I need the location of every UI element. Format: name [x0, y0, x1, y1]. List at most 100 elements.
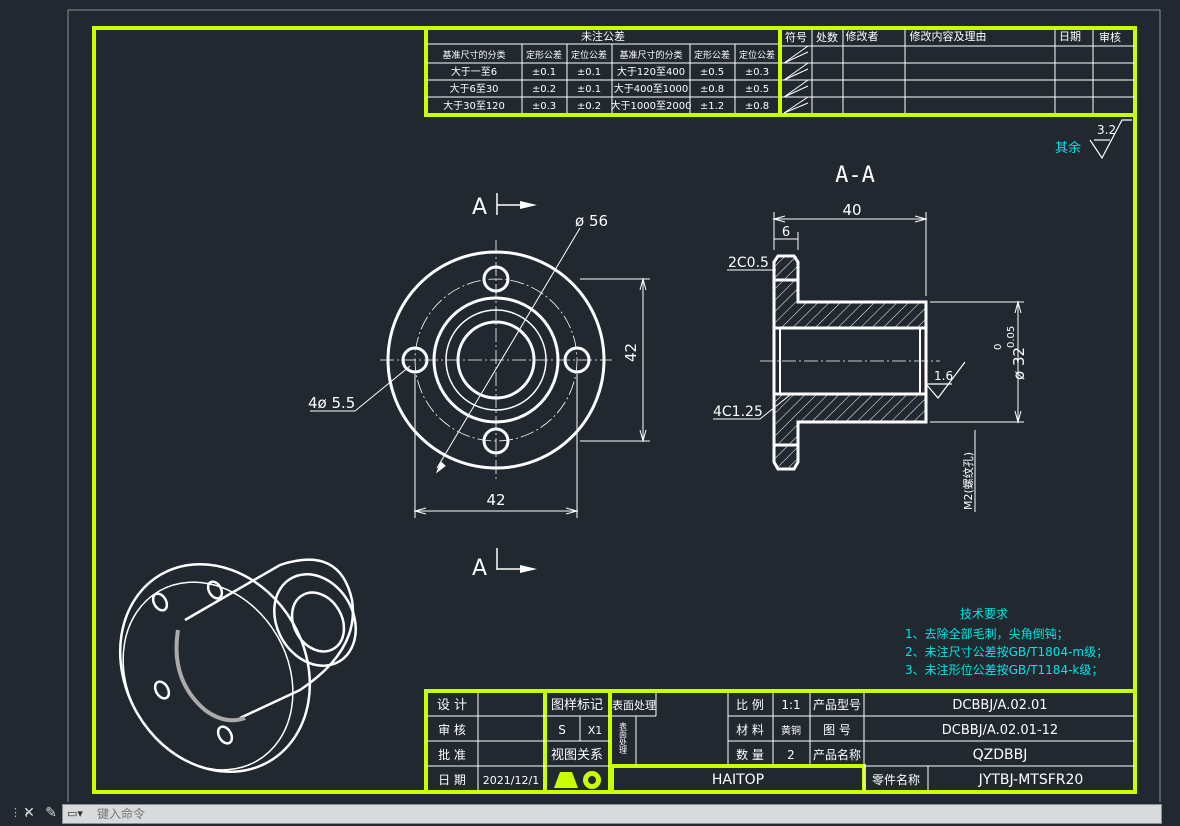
tol-cell: 大于400至1000 [614, 82, 689, 95]
tech-note-line: 2、未注尺寸公差按GB/T1804-m级； [905, 644, 1108, 659]
tol-cell: 大于30至120 [443, 99, 505, 112]
section-view: 40 6 2C0.5 4C1.25 1.6 ø 32 0.05 0 M2(螺纹孔… [713, 201, 1028, 512]
tb-surface-vertical: 表面处理 [619, 721, 628, 754]
surface-finish-note: 其余 3.2 [1055, 119, 1132, 160]
tolerance-table: 未注公差 基准尺寸的分类 定形公差 定位公差 基准尺寸的分类 定形公差 定位公差… [424, 26, 782, 117]
dim-bore: ø 32 [1010, 347, 1028, 380]
front-view: ø 56 4ø 5.5 42 42 [308, 212, 650, 518]
tol-header: 定形公差 [526, 49, 562, 61]
tol-header: 定形公差 [694, 49, 730, 61]
tb-material-label: 材 料 [736, 723, 764, 737]
dim-length-40: 40 [842, 201, 861, 219]
tech-note-line: 1、去除全部毛刺，尖角倒钝； [905, 626, 1069, 641]
tb-material-value: 黄铜 [781, 724, 801, 737]
command-input-box[interactable]: ▭▾ [62, 804, 1162, 824]
cut-label-bottom: A [472, 556, 487, 581]
grip-handle-icon[interactable]: ⋮⋮ [10, 806, 32, 820]
tb-part-name-value: JYTBJ-MTSFR20 [978, 772, 1084, 788]
dim-42-horizontal: 42 [486, 491, 505, 509]
tol-cell: ±0.5 [700, 67, 724, 78]
sheet-outer-border [67, 9, 1161, 806]
tb-company: HAITOP [712, 772, 764, 788]
rev-header: 审核 [1099, 30, 1121, 44]
tb-model-value: DCBBJ/A.02.01 [952, 698, 1047, 713]
title-block: 设 计 审 核 批 准 日 期 2021/12/1 图样标记 S X1 视图关系… [424, 689, 1137, 794]
tb-date-value: 2021/12/1 [483, 774, 539, 787]
rev-header: 修改者 [846, 29, 879, 43]
drawing-frame [92, 26, 1137, 794]
cut-label-top: A [472, 195, 487, 220]
dim-42-vertical: 42 [622, 343, 640, 362]
tb-quantity-value: 2 [787, 748, 795, 762]
tol-cell: 大于6至30 [449, 82, 498, 95]
command-prompt-icon[interactable]: ▭▾ [67, 807, 83, 820]
tol-cell: ±0.1 [577, 67, 601, 78]
tb-quantity-label: 数 量 [736, 747, 764, 762]
tol-header: 基准尺寸的分类 [442, 49, 505, 61]
tb-product-name-label: 产品名称 [813, 747, 861, 762]
technical-requirements: 技术要求 1、去除全部毛刺，尖角倒钝； 2、未注尺寸公差按GB/T1804-m级… [905, 607, 1108, 677]
roughness-symbol-icon [925, 361, 966, 399]
roughness-symbol-icon [1089, 119, 1132, 160]
tb-scale-value: 1:1 [781, 698, 800, 712]
cut-plane-bottom: A [472, 548, 537, 581]
dim-bore-tol-up: 0.05 [1006, 326, 1017, 348]
rev-header: 修改内容及理由 [910, 29, 987, 43]
tol-header: 基准尺寸的分类 [619, 49, 682, 61]
tol-cell: 大于120至400 [617, 65, 685, 78]
tb-drawing-no-value: DCBBJ/A.02.01-12 [942, 723, 1058, 738]
tb-drawing-mark: 图样标记 [551, 698, 603, 713]
dim-roughness: 1.6 [934, 369, 953, 383]
close-icon[interactable]: ✕ [23, 805, 35, 821]
tb-surface-label: 表面处理 [612, 698, 656, 712]
tol-cell: ±0.5 [745, 84, 769, 95]
rev-header: 符号 [785, 31, 807, 44]
tb-mark-x: X1 [588, 724, 603, 737]
tol-cell: ±0.2 [532, 84, 556, 95]
tb-mark-s: S [558, 723, 566, 737]
tol-cell: ±0.1 [532, 67, 556, 78]
tol-cell: 大于一至6 [451, 65, 497, 78]
tol-cell: ±0.3 [532, 101, 556, 112]
tb-view-relation: 视图关系 [551, 748, 603, 763]
tol-cell: ±0.8 [700, 84, 724, 95]
dim-chamfer: 2C0.5 [728, 255, 769, 271]
tol-cell: ±0.3 [745, 67, 769, 78]
dim-chamfer-2: 4C1.25 [713, 404, 763, 420]
surface-note-value: 3.2 [1097, 123, 1116, 137]
tb-design-label: 设 计 [437, 698, 467, 713]
tol-cell: ±1.2 [700, 101, 724, 112]
dim-flange-6: 6 [782, 225, 790, 240]
section-label: A-A [835, 163, 875, 188]
tb-scale-label: 比 例 [736, 698, 764, 712]
tol-cell: 大于1000至2000 [611, 99, 692, 112]
tol-cell: ±0.8 [745, 101, 769, 112]
tolerance-title: 未注公差 [581, 29, 625, 43]
dim-dia56: ø 56 [575, 212, 608, 230]
tb-product-name-value: QZDBBJ [973, 747, 1028, 763]
tech-notes-title: 技术要求 [960, 607, 1008, 621]
tb-model-label: 产品型号 [813, 698, 861, 712]
tb-check-label: 审 核 [438, 722, 466, 737]
rev-header: 处数 [816, 31, 838, 44]
tb-approve-label: 批 准 [438, 747, 466, 762]
tb-drawing-no-label: 图 号 [823, 723, 851, 737]
projection-symbol-icon [554, 771, 601, 789]
tol-cell: ±0.2 [577, 101, 601, 112]
tech-note-line: 3、未注形位公差按GB/T1184-k级； [905, 662, 1103, 677]
revision-table: 符号 处数 修改者 修改内容及理由 日期 审核 [778, 26, 1137, 117]
cut-plane-top: A [472, 193, 537, 220]
command-input[interactable] [97, 806, 1147, 822]
dim-holes: 4ø 5.5 [308, 394, 355, 412]
dim-thread: M2(螺纹孔) [961, 452, 975, 510]
surface-note-label: 其余 [1055, 140, 1081, 156]
rev-header: 日期 [1059, 30, 1081, 43]
tol-header: 定位公差 [739, 49, 775, 61]
tol-cell: ±0.1 [577, 84, 601, 95]
isometric-view [118, 558, 357, 774]
tb-date-label: 日 期 [438, 773, 466, 787]
tb-part-name-label: 零件名称 [872, 772, 920, 787]
wrench-icon[interactable]: ✎ [45, 805, 57, 821]
tol-header: 定位公差 [571, 49, 607, 61]
